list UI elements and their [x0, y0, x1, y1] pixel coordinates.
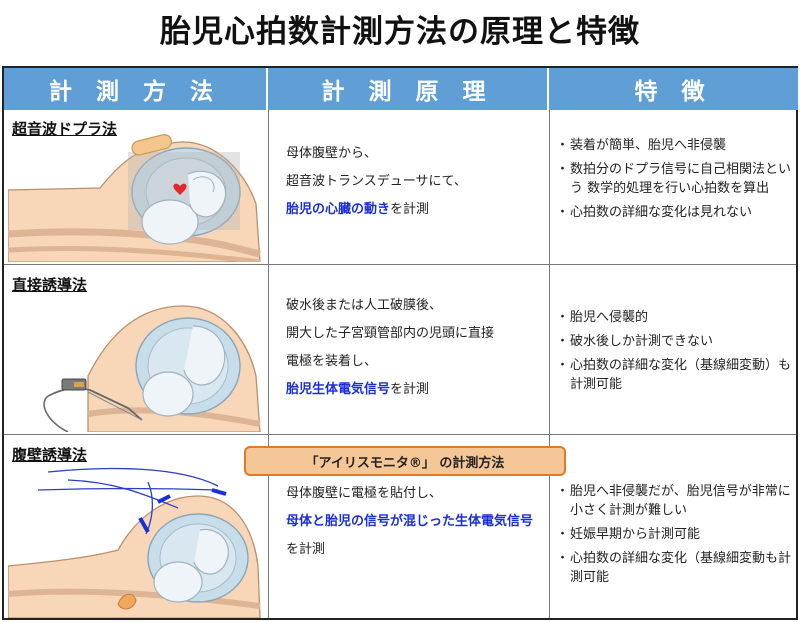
- method-name-direct: 直接誘導法: [12, 276, 88, 294]
- page-title: 胎児心拍数計測方法の原理と特徴: [160, 14, 640, 50]
- comparison-table: 計 測 方 法 計 測 原 理 特 徴 超音波ドプラ法 母体腹壁から、 超音波ト…: [2, 66, 798, 620]
- column-divider: [268, 110, 269, 618]
- electrode-icon: [138, 517, 150, 533]
- iris-monitor-banner: 「アイリスモニタ®」 の計測方法: [244, 446, 566, 476]
- transducer-icon: [131, 134, 172, 156]
- principle-abdominal: 母体腹壁に電極を貼付し、 母体と胎児の信号が混じった生体電気信号を計測: [286, 486, 534, 557]
- list-item: 心拍数の詳細な変化（基線細変動）も計測可能: [556, 356, 796, 394]
- features-direct: 胎児へ侵襲的 破水後しか計測できない 心拍数の詳細な変化（基線細変動）も計測可能: [556, 308, 796, 399]
- list-item: 胎児へ非侵襲だが、胎児信号が非常に小さく計測が難しい: [556, 482, 796, 520]
- header-method: 計 測 方 法: [4, 68, 268, 110]
- heart-icon: [173, 183, 187, 195]
- electrode-icon: [211, 488, 227, 496]
- electrode-icon: [157, 494, 171, 504]
- direct-lead-illustration: [43, 305, 261, 432]
- principle-direct: 破水後または人工破膜後、 開大した子宮頸管部内の児頭に直接 電極を装着し、 胎児…: [286, 298, 495, 397]
- method-name-doppler: 超音波ドプラ法: [12, 120, 118, 138]
- row-divider: [4, 434, 796, 435]
- principle-doppler: 母体腹壁から、 超音波トランスデューサにて、 胎児の心臓の動きを計測: [286, 146, 467, 217]
- list-item: 装着が簡単、胎児へ非侵襲: [556, 136, 796, 155]
- list-item: 数拍分のドプラ信号に自己相関法という 数学的処理を行い心拍数を算出: [556, 160, 796, 198]
- column-divider: [549, 110, 550, 618]
- row-divider: [4, 264, 796, 265]
- list-item: 破水後しか計測できない: [556, 332, 796, 351]
- abdominal-lead-illustration: [8, 467, 261, 618]
- features-abdominal: 胎児へ非侵襲だが、胎児信号が非常に小さく計測が難しい 妊娠早期から計測可能 心拍…: [556, 482, 796, 592]
- doppler-illustration: [8, 134, 261, 262]
- list-item: 心拍数の詳細な変化（基線細変動も計測可能: [556, 549, 796, 587]
- list-item: 心拍数の詳細な変化は見れない: [556, 203, 796, 222]
- features-doppler: 装着が簡単、胎児へ非侵襲 数拍分のドプラ信号に自己相関法という 数学的処理を行い…: [556, 136, 796, 227]
- list-item: 胎児へ侵襲的: [556, 308, 796, 327]
- header-principle: 計 測 原 理: [268, 68, 549, 110]
- list-item: 妊娠早期から計測可能: [556, 525, 796, 544]
- method-name-abdominal: 腹壁誘導法: [12, 446, 88, 464]
- header-feature: 特 徴: [549, 68, 798, 110]
